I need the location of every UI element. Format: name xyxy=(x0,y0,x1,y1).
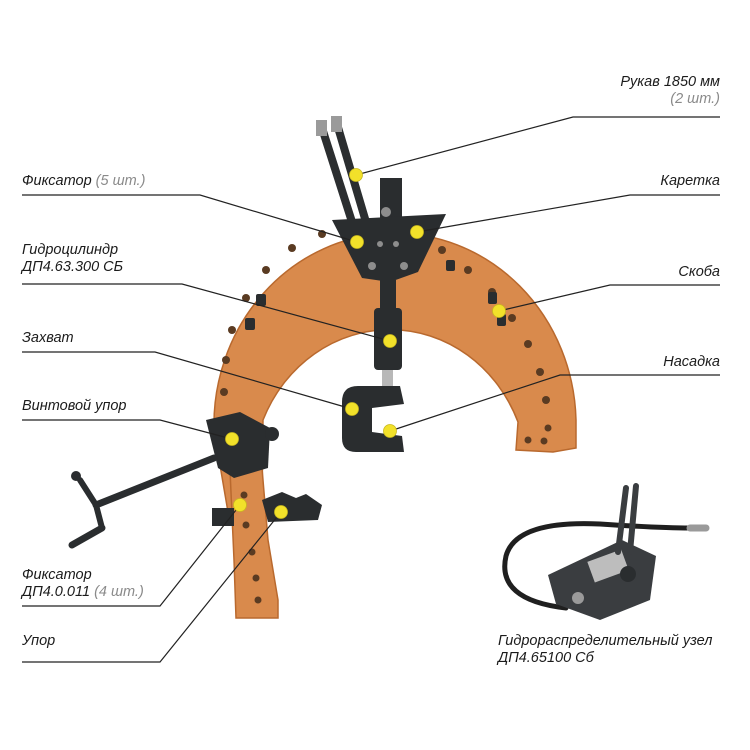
grip-name: Захват xyxy=(22,330,74,346)
fixator5-name: Фиксатор xyxy=(22,173,92,189)
callout-markers xyxy=(225,168,506,519)
bracket-name: Скоба xyxy=(678,264,720,280)
bracket-arc xyxy=(213,230,577,516)
stop-name: Упор xyxy=(22,633,56,649)
label-stop: Упор xyxy=(22,633,55,650)
label-screw-stop: Винтовой упор xyxy=(22,398,126,415)
grip xyxy=(342,386,404,452)
label-fixator4: Фиксатор ДП4.0.011 (4 шт.) xyxy=(22,567,144,601)
valve-unit-image xyxy=(502,483,710,620)
label-nozzle: Насадка xyxy=(663,354,720,371)
hose-name: Рукав 1850 мм xyxy=(620,74,720,90)
hose-qty: (2 шт.) xyxy=(670,91,720,107)
label-fixator5: Фиксатор (5 шт.) xyxy=(22,173,145,190)
label-carriage: Каретка xyxy=(660,173,720,190)
fixator4-qty: (4 шт.) xyxy=(94,584,144,600)
label-bracket: Скоба xyxy=(678,264,720,281)
label-valve: Гидрораспределительный узел ДП4.65100 Сб xyxy=(498,633,712,667)
fixator5-qty: (5 шт.) xyxy=(95,173,146,189)
cylinder-line2: ДП4.63.300 СБ xyxy=(22,259,124,275)
fixator4-line1: Фиксатор xyxy=(22,567,92,583)
leader-lines xyxy=(22,116,720,663)
cylinder-line1: Гидроцилиндр xyxy=(22,242,119,258)
valve-line1: Гидрораспределительный узел xyxy=(498,633,713,649)
label-grip: Захват xyxy=(22,330,74,347)
label-hose: Рукав 1850 мм (2 шт.) xyxy=(620,74,720,108)
fixator4-line2: ДП4.0.011 xyxy=(22,584,91,600)
screw-stop xyxy=(68,412,279,549)
valve-line2: ДП4.65100 Сб xyxy=(498,650,594,666)
carriage-name: Каретка xyxy=(660,173,720,189)
screw-stop-name: Винтовой упор xyxy=(22,398,127,414)
nozzle-name: Насадка xyxy=(663,354,720,370)
label-cylinder: Гидроцилиндр ДП4.63.300 СБ xyxy=(22,242,123,276)
